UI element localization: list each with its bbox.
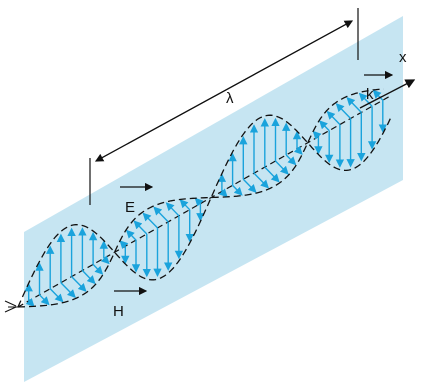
h-field-vector [326, 110, 341, 125]
h-field-vector [312, 130, 322, 140]
h-field-vector [60, 282, 76, 299]
h-field-vector [232, 184, 243, 196]
e-field-label: E [125, 199, 135, 216]
h-field-curve [17, 88, 384, 308]
h-field-vector [49, 288, 64, 303]
h-field-vector [253, 172, 269, 189]
k-label: k [366, 86, 374, 103]
polarization-plane [24, 16, 403, 382]
field-vectors [24, 89, 387, 307]
h-field-vector [81, 270, 96, 285]
h-field-vector [194, 197, 204, 207]
wavelength-arrow-back [94, 20, 353, 162]
h-field-vector [218, 188, 228, 198]
h-field-vector [25, 297, 35, 307]
h-field-vector [242, 178, 257, 193]
h-field-vector [125, 229, 137, 241]
h-field-vector [372, 89, 384, 101]
propagation-axis [17, 94, 393, 308]
h-field-vector [358, 92, 373, 107]
h-field-vector [335, 103, 352, 119]
h-field-vector [293, 145, 303, 155]
h-field-vector [285, 154, 297, 166]
h-field-vector [71, 276, 87, 292]
h-field-vector [346, 96, 362, 113]
h-field-vector [274, 160, 289, 175]
h-field-vector [38, 294, 50, 306]
h-field-vector [133, 220, 148, 235]
h-field-vector [119, 240, 129, 250]
k-propagation-arrow [359, 79, 416, 109]
origin-mark [4, 300, 18, 313]
h-field-vector [319, 120, 330, 132]
h-field-vector [100, 255, 110, 265]
e-field-curve [17, 114, 391, 308]
h-field-vector [92, 263, 104, 275]
h-field-vector [179, 199, 191, 211]
h-field-vector [165, 202, 180, 217]
h-field-vector [264, 166, 280, 183]
h-field-vector [142, 212, 159, 229]
x-axis-label: x [399, 49, 407, 66]
h-field-vector [153, 206, 169, 223]
h-field-label: H [113, 303, 124, 320]
wavelength-label: λ [226, 90, 234, 107]
